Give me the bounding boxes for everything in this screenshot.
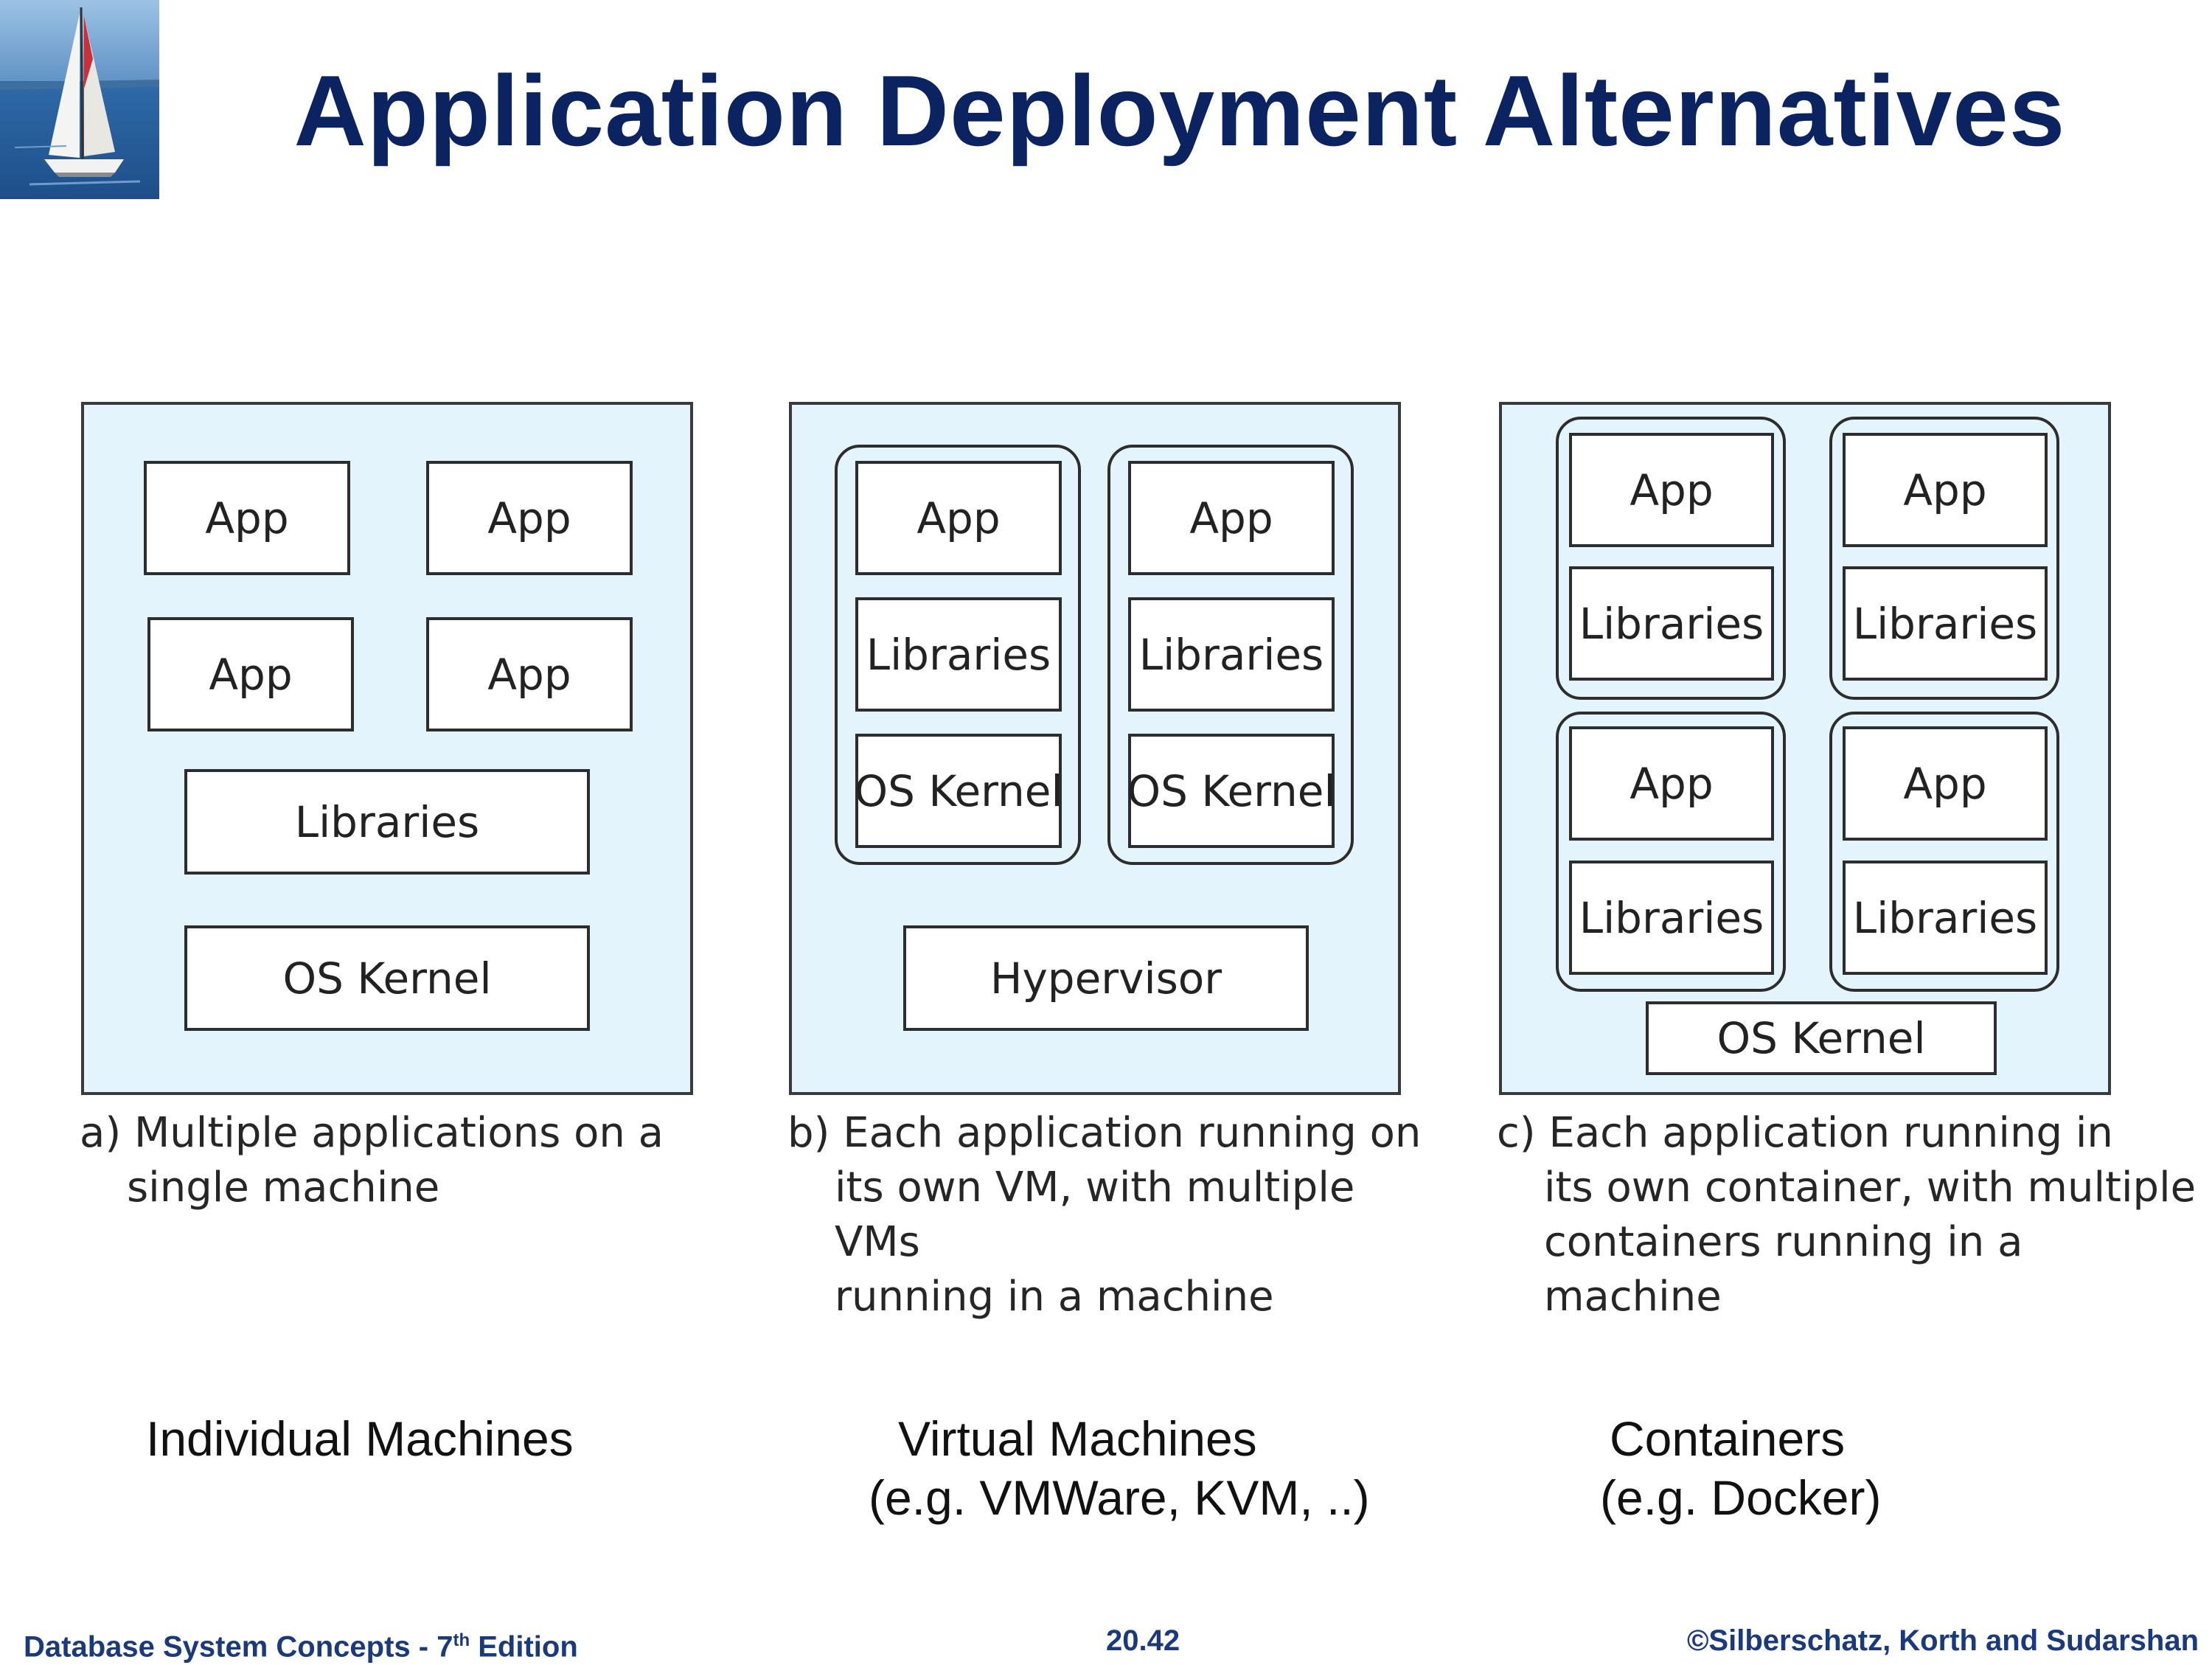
caption-c-line2: its own container, with multiple [1544,1164,2197,1212]
caption-c-line3: containers running in a machine [1544,1218,2023,1321]
hypervisor-box: Hypervisor [903,925,1309,1031]
footer-title-sup: th [453,1630,470,1650]
sailboat-logo-image [0,0,159,199]
label-virtual-machines-examples: (e.g. VMWare, KVM, ..) [869,1470,1370,1525]
label-containers: Containers [1610,1411,1846,1466]
vm-os-kernel-box: OS Kernel [1127,734,1336,848]
caption-b-line3: running in a machine [835,1273,1274,1321]
caption-a-line1: a) Multiple applications on a [80,1109,664,1157]
vm-app-box: App [1128,461,1335,575]
container-2 [1829,417,2059,700]
caption-c: c) Each application running in its own c… [1497,1106,2205,1324]
label-virtual-machines: Virtual Machines [898,1411,1257,1466]
vm-libraries-box: Libraries [1128,597,1335,712]
container-libraries-box: Libraries [1843,861,2048,975]
app-box: App [144,461,350,575]
libraries-box: Libraries [184,769,590,875]
container-libraries-box: Libraries [1569,566,1774,681]
container-app-box: App [1843,433,2048,547]
label-individual-machines: Individual Machines [146,1411,574,1466]
container-app-box: App [1569,726,1774,841]
container-app-box: App [1569,433,1774,547]
container-libraries-box: Libraries [1843,566,2048,681]
container-libraries-box: Libraries [1569,861,1774,975]
app-box: App [426,617,633,731]
footer-slide-number: 20.42 [1106,1624,1180,1657]
vm-container-1 [835,445,1081,865]
os-kernel-box: OS Kernel [184,925,590,1031]
caption-b-line2: its own VM, with multiple VMs [835,1164,1355,1266]
vm-container-2 [1107,445,1354,865]
footer-book-title: Database System Concepts - 7th Edition [24,1622,578,1665]
caption-c-line1: c) Each application running in [1497,1109,2113,1157]
caption-b: b) Each application running on its own V… [787,1106,1451,1324]
os-kernel-box: OS Kernel [1646,1001,1997,1075]
footer-title-prefix: Database System Concepts - 7 [24,1630,453,1664]
container-4 [1829,712,2059,992]
container-1 [1556,417,1786,700]
vm-libraries-box: Libraries [855,597,1062,712]
slide-title: Application Deployment Alternatives [293,55,2066,167]
app-box: App [147,617,354,731]
caption-a-line2: single machine [127,1164,440,1212]
container-3 [1556,712,1786,992]
container-app-box: App [1843,726,2048,841]
caption-b-line1: b) Each application running on [787,1109,1422,1157]
vm-os-kernel-box: OS Kernel [854,734,1063,848]
label-containers-examples: (e.g. Docker) [1600,1470,1882,1525]
app-box: App [426,461,633,575]
footer-copyright: ©Silberschatz, Korth and Sudarshan [1686,1624,2199,1657]
vm-app-box: App [855,461,1062,575]
footer-title-suffix: Edition [470,1630,578,1664]
caption-a: a) Multiple applications on a single mac… [80,1106,728,1215]
